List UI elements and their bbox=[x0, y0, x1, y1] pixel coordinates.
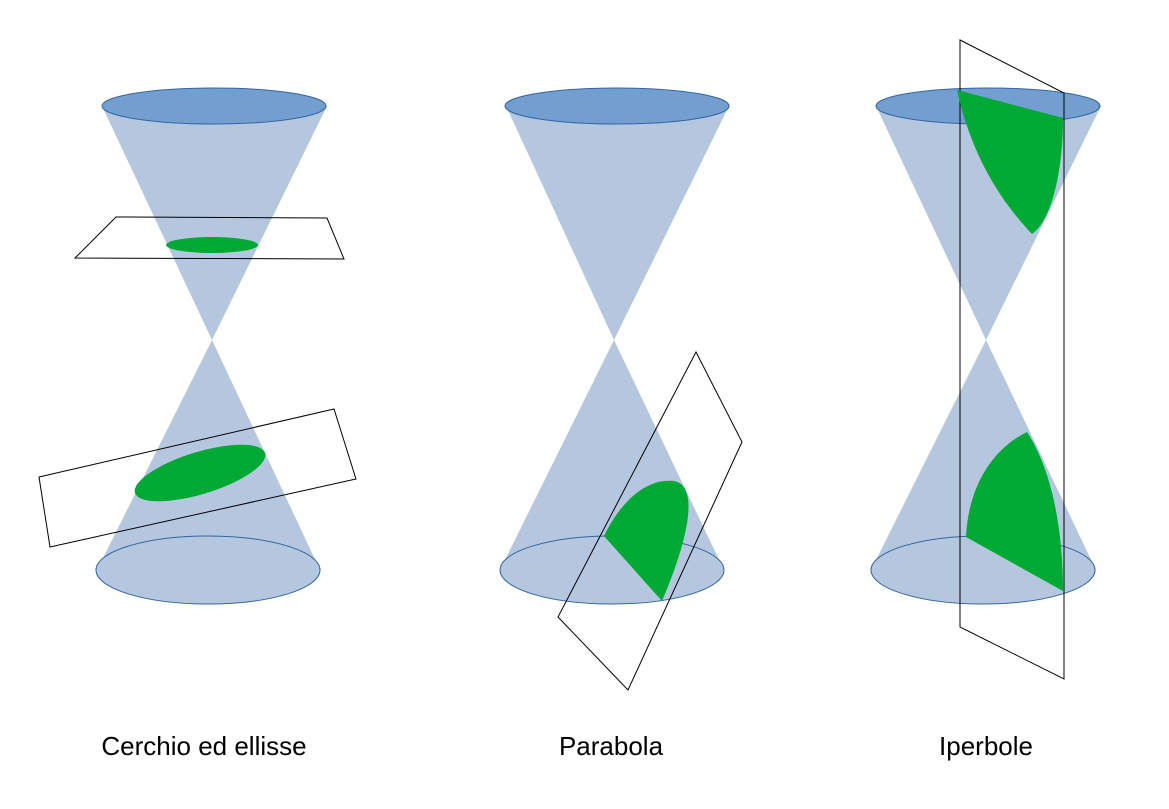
parabola-section bbox=[604, 480, 689, 601]
cone-bottom-base bbox=[499, 535, 725, 605]
vertical-cutting-plane bbox=[959, 39, 1065, 680]
oblique-cutting-plane bbox=[557, 350, 743, 691]
cone-top-base bbox=[504, 87, 730, 125]
caption-hyperbola: Iperbole bbox=[939, 731, 1033, 761]
caption-circle-ellipse: Cerchio ed ellisse bbox=[101, 731, 307, 761]
cone-bottom-base bbox=[95, 535, 321, 605]
cone-top-base bbox=[101, 87, 327, 125]
panel-hyperbola bbox=[870, 39, 1101, 680]
panel-parabola bbox=[499, 87, 743, 691]
cone-upper-nappe bbox=[102, 106, 327, 340]
ellipse-section bbox=[134, 444, 266, 502]
hyperbola-section-upper bbox=[957, 90, 1063, 234]
hyperbola-section-lower bbox=[966, 432, 1063, 591]
horizontal-cutting-plane bbox=[73, 216, 345, 260]
cone-upper-nappe bbox=[506, 106, 729, 340]
circle-section bbox=[166, 237, 258, 253]
tilted-cutting-plane bbox=[38, 408, 357, 548]
panel-circle-ellipse bbox=[38, 87, 357, 605]
caption-parabola: Parabola bbox=[558, 731, 664, 761]
